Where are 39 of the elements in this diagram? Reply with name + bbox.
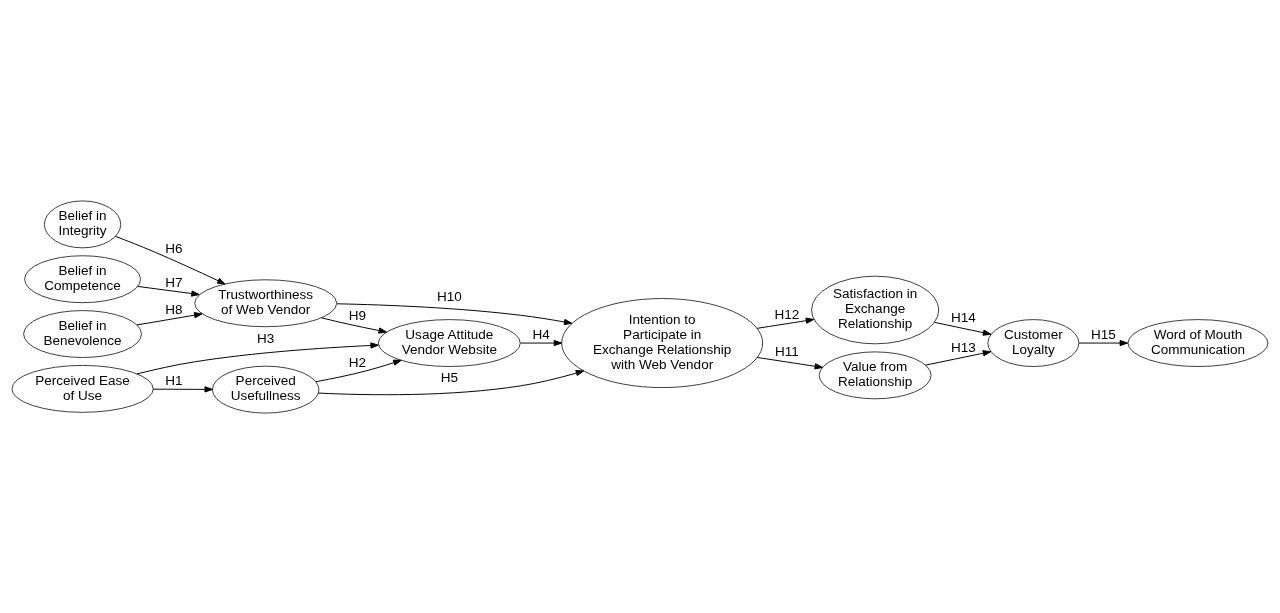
node-ellipse: Word of Mouth Communication: [1127, 318, 1269, 367]
arrow: [315, 359, 402, 382]
edge-label: H7: [165, 274, 183, 290]
arrow: [1078, 339, 1129, 346]
edge-label: H6: [165, 240, 183, 256]
edge-label: H8: [165, 301, 183, 317]
edge-label: H4: [532, 326, 550, 342]
arrow: [152, 385, 213, 392]
edge-label: H9: [348, 307, 367, 323]
arrow: [520, 339, 563, 346]
edge-label: H3: [257, 330, 275, 346]
node-ellipse: Belief in Integrity: [44, 200, 122, 248]
edge-label: H5: [440, 369, 458, 385]
node-ellipse: Perceived Ease of Use: [11, 364, 154, 413]
arrow: [115, 235, 226, 284]
node-ellipse: Belief in Benevolence: [23, 309, 142, 358]
edge-label: H10: [436, 288, 462, 304]
arrow: [317, 369, 585, 395]
node-ellipse: Satisfaction in Exchange Relationship: [811, 275, 940, 344]
arrow: [934, 321, 992, 336]
node-ellipse: Belief in Competence: [24, 254, 141, 303]
node-ellipse: Perceived Usefullness: [212, 365, 320, 413]
node-ellipse: Value from Relationship: [818, 351, 932, 399]
node-ellipse: Customer Loyalty: [987, 318, 1080, 367]
arrow: [336, 302, 573, 325]
arrow: [136, 311, 203, 325]
arrow: [925, 349, 992, 366]
arrow: [136, 341, 379, 374]
edge-label: H15: [1091, 326, 1116, 342]
arrow: [137, 285, 200, 297]
edge-label: H13: [950, 339, 976, 355]
edge-label: H2: [348, 354, 367, 370]
arrow: [321, 316, 387, 334]
edge-label: H11: [775, 343, 799, 359]
arrow: [756, 317, 815, 329]
arrow: [756, 356, 824, 369]
edge-label: H1: [165, 372, 183, 388]
edge-label: H12: [774, 306, 800, 322]
edge-label: H14: [950, 309, 976, 325]
